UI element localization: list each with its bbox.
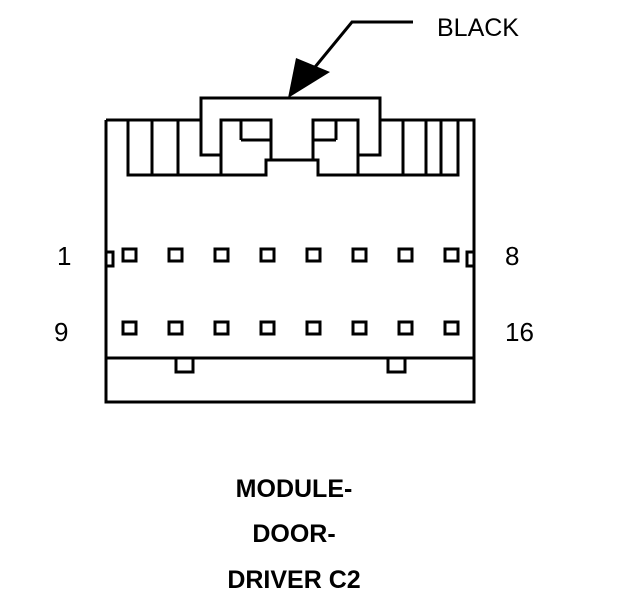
pin-cavity-5 — [305, 247, 322, 263]
pin-cavity-9 — [121, 320, 138, 336]
pin-cavity-10 — [167, 320, 184, 336]
pin-cavities — [121, 247, 460, 336]
pin-cavity-14 — [351, 320, 368, 336]
pin-cavity-11 — [213, 320, 230, 336]
pin-cavity-7 — [397, 247, 414, 263]
pin-cavity-6 — [351, 247, 368, 263]
pin-label-row2-first: 9 — [54, 317, 68, 347]
caption-line-1: MODULE- — [236, 475, 353, 503]
pin-cavity-1 — [121, 247, 138, 263]
pin-cavity-2 — [167, 247, 184, 263]
pin-cavity-16 — [443, 320, 460, 336]
pin-cavity-12 — [259, 320, 276, 336]
pin-cavity-15 — [397, 320, 414, 336]
pin-cavity-3 — [213, 247, 230, 263]
caption-line-2: DOOR- — [252, 520, 335, 548]
caption-line-3: DRIVER C2 — [227, 566, 360, 594]
pin-cavity-13 — [305, 320, 322, 336]
callout-leader — [304, 20, 413, 79]
pin-cavity-8 — [443, 247, 460, 263]
connector-body — [104, 96, 476, 404]
pin-label-row1-first: 1 — [57, 241, 71, 271]
pin-label-row2-last: 16 — [505, 317, 534, 347]
color-label: BLACK — [437, 14, 519, 42]
callout-arrowhead — [288, 58, 330, 98]
pin-cavity-4 — [259, 247, 276, 263]
pin-label-row1-last: 8 — [505, 241, 519, 271]
